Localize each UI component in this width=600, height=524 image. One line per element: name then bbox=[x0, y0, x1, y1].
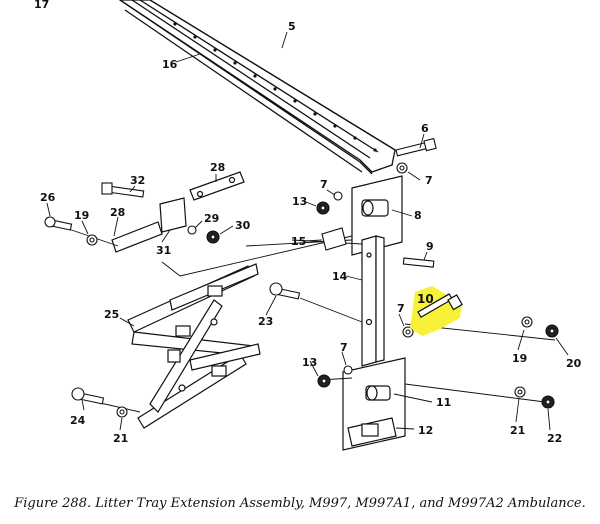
callout-19-right: 19 bbox=[512, 352, 527, 365]
litter-rail-assembly bbox=[118, 0, 396, 175]
exploded-parts-diagram: 17 5 16 6 7 28 32 26 19 28 29 30 31 7 13… bbox=[34, 0, 582, 451]
hardware-fasteners bbox=[44, 137, 559, 418]
callout-25: 25 bbox=[104, 308, 119, 321]
callout-19-left: 19 bbox=[74, 209, 89, 222]
callout-16: 16 bbox=[162, 58, 178, 71]
callout-13-lower: 13 bbox=[302, 356, 317, 369]
callout-12: 12 bbox=[418, 424, 433, 437]
highlighted-bolt-10 bbox=[410, 286, 463, 336]
callout-21-right: 21 bbox=[510, 424, 525, 437]
callout-9: 9 bbox=[426, 240, 434, 253]
upright-bar-14 bbox=[361, 235, 385, 367]
callout-23: 23 bbox=[258, 315, 273, 328]
callout-labels: 17 5 16 6 7 28 32 26 19 28 29 30 31 7 13… bbox=[34, 0, 582, 445]
hinge-plate-28 bbox=[111, 171, 245, 253]
callout-6: 6 bbox=[421, 122, 429, 135]
callout-28-top: 28 bbox=[210, 161, 225, 174]
callout-30: 30 bbox=[235, 219, 251, 232]
callout-28-mid: 28 bbox=[110, 206, 125, 219]
callout-14: 14 bbox=[332, 270, 348, 283]
callout-11: 11 bbox=[436, 396, 451, 409]
callout-5: 5 bbox=[288, 20, 296, 33]
callout-17: 17 bbox=[34, 0, 49, 11]
callout-8: 8 bbox=[414, 209, 422, 222]
callout-15: 15 bbox=[291, 235, 306, 248]
callout-7-lower: 7 bbox=[340, 341, 348, 354]
callout-31: 31 bbox=[156, 244, 171, 257]
callout-26: 26 bbox=[40, 191, 56, 204]
callout-32: 32 bbox=[130, 174, 145, 187]
callout-7-top: 7 bbox=[425, 174, 433, 187]
callout-10: 10 bbox=[417, 292, 434, 306]
lower-bracket-plate bbox=[342, 357, 406, 451]
callout-7-bracket: 7 bbox=[320, 178, 328, 191]
callout-leaders bbox=[46, 31, 569, 431]
callout-13-top: 13 bbox=[292, 195, 307, 208]
figure-caption: Figure 288. Litter Tray Extension Assemb… bbox=[14, 496, 586, 511]
callout-20: 20 bbox=[566, 357, 582, 370]
callout-21-left: 21 bbox=[113, 432, 128, 445]
callout-24: 24 bbox=[70, 414, 86, 427]
callout-7-mid: 7 bbox=[397, 302, 405, 315]
callout-29: 29 bbox=[204, 212, 219, 225]
scissor-linkage-25 bbox=[127, 263, 261, 429]
callout-22: 22 bbox=[547, 432, 562, 445]
